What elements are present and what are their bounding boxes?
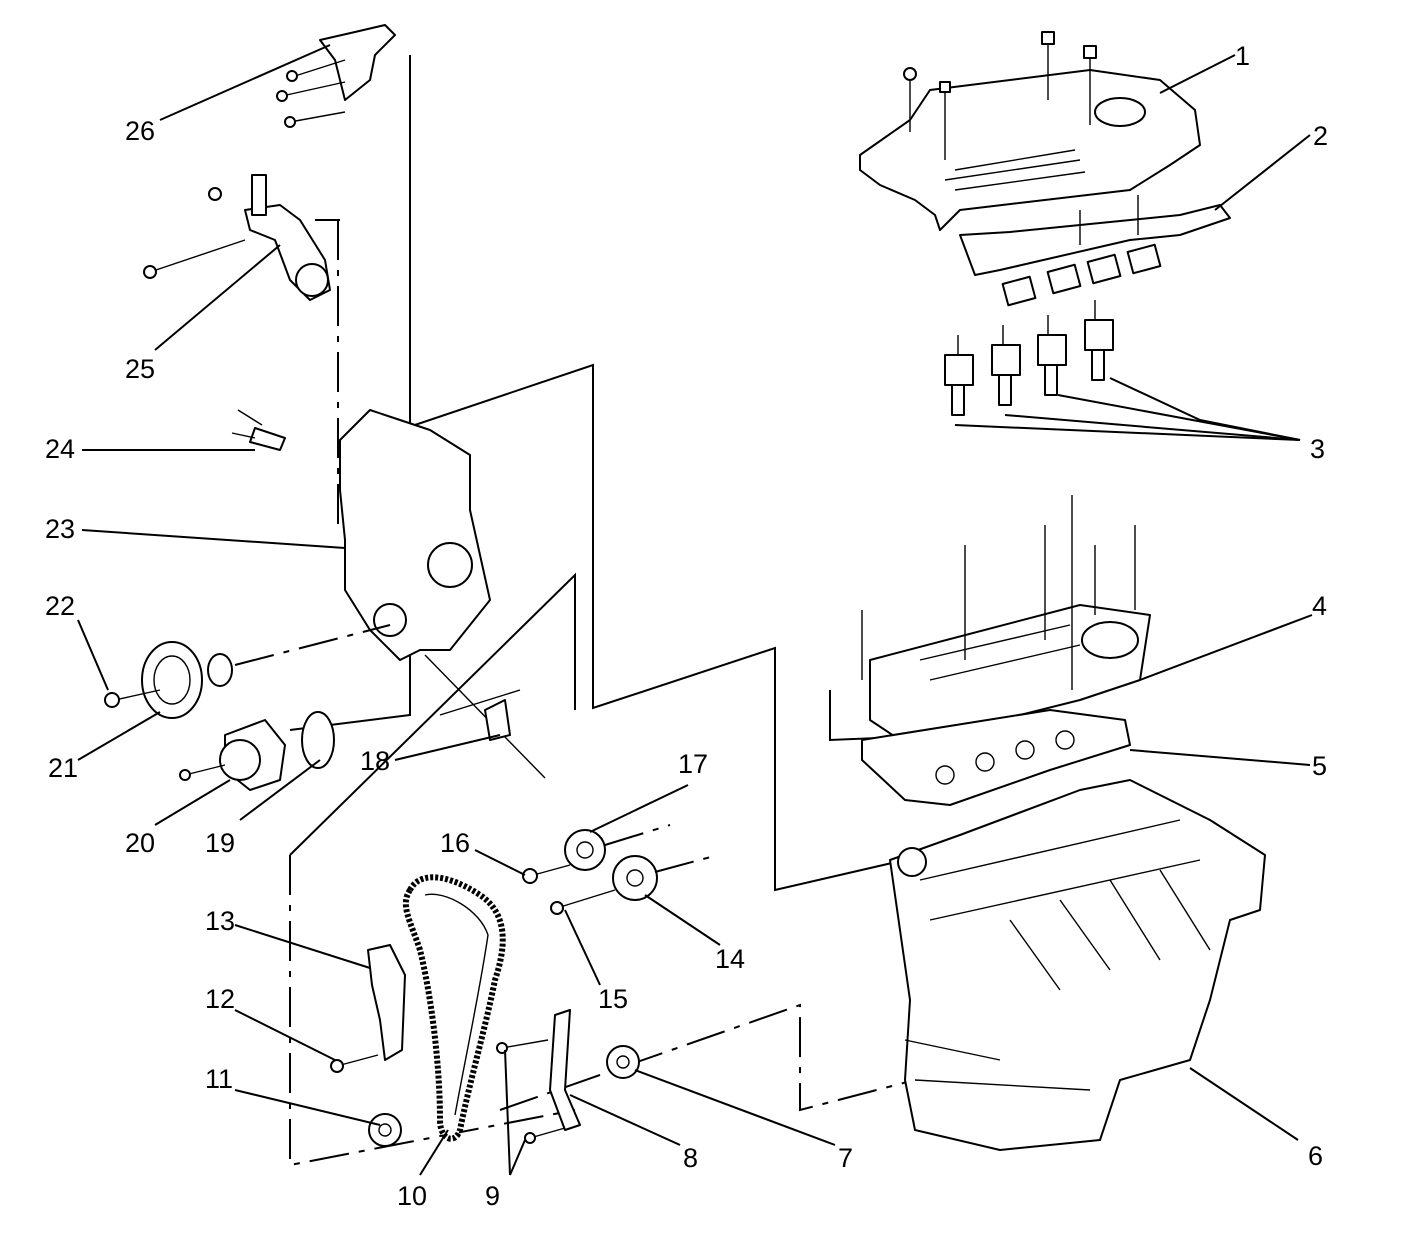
crankshaft-pulley [104, 624, 391, 719]
chain-tensioner [231, 409, 286, 451]
callout-12: 12 [205, 984, 235, 1014]
ignition-harness [959, 195, 1231, 307]
callout-23: 23 [45, 514, 75, 544]
callout-1: 1 [1235, 41, 1250, 71]
idler-pulley [179, 711, 335, 791]
callout-4: 4 [1312, 591, 1327, 621]
valve-cover-gasket [861, 709, 1131, 806]
callout-labels: 1 2 3 4 5 6 7 8 9 10 11 12 13 14 15 16 1… [45, 41, 1328, 1211]
camshaft-sprocket-bolts [522, 864, 616, 915]
callout-7: 7 [838, 1143, 853, 1173]
guide-bolts [496, 1039, 566, 1144]
oil-pump-drive-sprocket [368, 1113, 402, 1147]
callout-9: 9 [485, 1181, 500, 1211]
callout-20: 20 [125, 828, 155, 858]
callout-13: 13 [205, 906, 235, 936]
leader-lines [77, 44, 1313, 1176]
engine-block [889, 779, 1266, 1151]
callout-8: 8 [683, 1143, 698, 1173]
timing-chain-cover [339, 409, 546, 779]
callout-2: 2 [1313, 121, 1328, 151]
callout-5: 5 [1312, 751, 1327, 781]
callout-11: 11 [205, 1064, 233, 1094]
callout-26: 26 [125, 116, 155, 146]
belt-tensioner-assembly [143, 174, 331, 301]
callout-18: 18 [360, 746, 390, 776]
callout-15: 15 [598, 984, 628, 1014]
callout-24: 24 [45, 434, 75, 464]
ignition-coils [944, 300, 1114, 416]
crankshaft-sprocket [606, 1045, 640, 1079]
callout-3: 3 [1310, 434, 1325, 464]
callout-19: 19 [205, 828, 235, 858]
chain-guide [549, 1009, 581, 1131]
callout-21: 21 [48, 753, 78, 783]
engine-cover [859, 31, 1201, 231]
callout-25: 25 [125, 354, 155, 384]
callout-6: 6 [1308, 1141, 1323, 1171]
callout-16: 16 [440, 828, 470, 858]
callout-10: 10 [397, 1181, 427, 1211]
timing-chain [402, 874, 506, 1142]
camshaft-sprockets [564, 824, 719, 901]
chain-tensioner-arm [367, 944, 406, 1061]
mounting-bracket [276, 24, 396, 128]
callout-22: 22 [45, 591, 75, 621]
callout-14: 14 [715, 944, 745, 974]
tensioner-arm-bolt [330, 1054, 379, 1073]
callout-17: 17 [678, 749, 708, 779]
valve-cover [861, 495, 1151, 741]
